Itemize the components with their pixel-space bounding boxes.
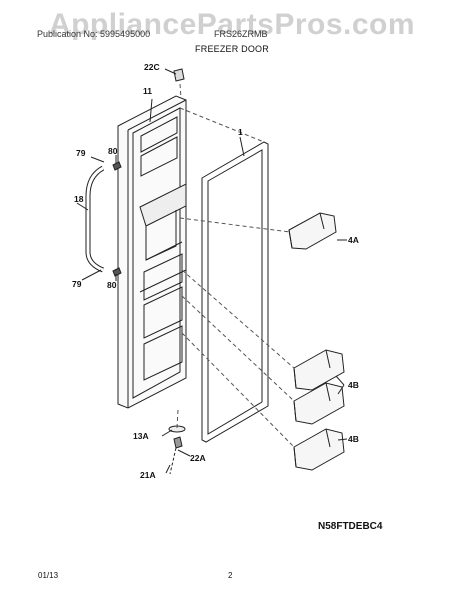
footer-date: 01/13	[38, 571, 59, 580]
label-21a: 21A	[140, 470, 156, 480]
label-13a: 13A	[133, 431, 149, 441]
label-80-bottom: 80	[107, 280, 117, 290]
door-bin-4b-3	[293, 428, 345, 471]
top-hinge-pin	[173, 68, 185, 82]
label-79-top: 79	[76, 148, 86, 158]
label-80-top: 80	[108, 146, 118, 156]
bottom-hinge	[168, 425, 186, 475]
label-79-bottom: 79	[72, 279, 82, 289]
header-model: FRS26ZRMB	[214, 29, 268, 39]
label-4a: 4A	[348, 235, 359, 245]
part-labels: 22C 11 1 79 80 18 79 80 4A 4B 4B 13A 22A…	[72, 62, 359, 480]
label-1: 1	[238, 127, 243, 137]
label-18: 18	[74, 194, 84, 204]
door-bin-4a	[288, 212, 337, 250]
footer-page-number: 2	[228, 571, 233, 580]
page-title: FREEZER DOOR	[195, 44, 269, 54]
watermark-logo: AppliancePartsPros.com	[48, 8, 416, 41]
label-11: 11	[143, 86, 152, 96]
door-bin-4b-2	[293, 382, 345, 425]
label-22c: 22C	[144, 62, 160, 72]
header-publication: Publication No: 5995495000	[37, 29, 151, 39]
label-4b-2: 4B	[348, 434, 359, 444]
diagram-code: N58FTDEBC4	[318, 521, 383, 532]
door-handle	[85, 165, 105, 273]
freezer-door-panel	[117, 95, 187, 409]
label-4b-1: 4B	[348, 380, 359, 390]
door-gasket	[201, 141, 269, 443]
door-bin-4b-1	[293, 349, 345, 391]
leader-lines	[76, 68, 348, 474]
handle-screw-top	[112, 161, 122, 171]
handle-screw-bottom	[112, 267, 122, 277]
label-22a: 22A	[190, 453, 206, 463]
alignment-lines	[176, 83, 295, 448]
